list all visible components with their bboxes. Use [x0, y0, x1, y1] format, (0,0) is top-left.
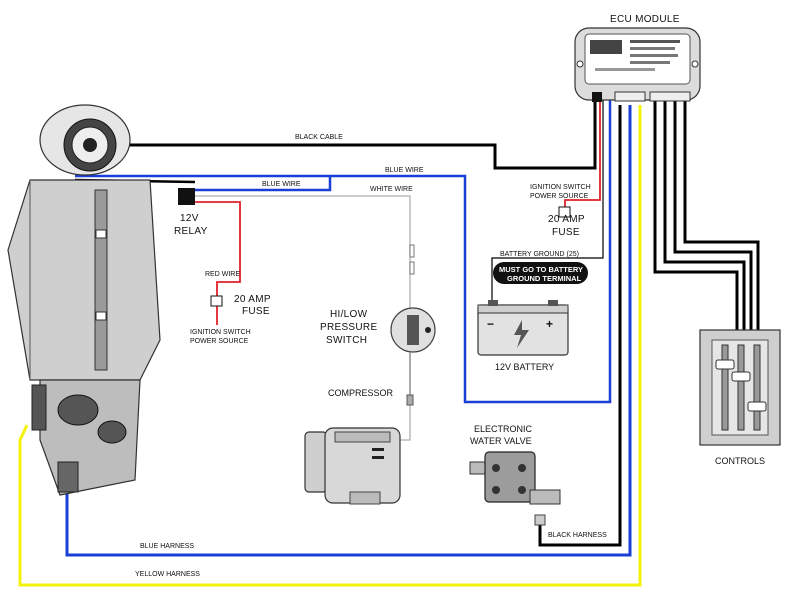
ecu-module [574, 27, 701, 102]
battery-ground-label: BATTERY GROUND (25) [500, 251, 579, 258]
duct-outlet-icon [57, 394, 99, 426]
white-wire [195, 195, 411, 441]
ground-banner [493, 262, 588, 284]
yellow-harness-label: YELLOW HARNESS [135, 571, 200, 578]
ecu-logo [590, 40, 622, 54]
ground-banner-label-1: MUST GO TO BATTERY [499, 265, 583, 274]
labels: ECU MODULE BLACK CABLE BLUE WIRE BLUE WI… [135, 14, 765, 578]
relay-label-2: RELAY [174, 226, 208, 237]
blue-harness-wire [65, 105, 632, 557]
black-cable-wire [118, 100, 597, 170]
fuse-left-label-2: FUSE [242, 306, 270, 317]
blue-harness-label: BLUE HARNESS [140, 543, 194, 550]
compressor-label: COMPRESSOR [328, 388, 394, 398]
controls-cable-2 [663, 100, 746, 330]
pressure-label-1: HI/LOW [330, 309, 368, 320]
controls-label: CONTROLS [715, 456, 765, 466]
blue-wire-top [75, 100, 612, 404]
controls-panel [699, 329, 781, 446]
ground-banner-label-2: GROUND TERMINAL [507, 274, 582, 283]
ign-left-label-1: IGNITION SWITCH [190, 329, 251, 336]
lightning-icon [514, 320, 529, 348]
ign-right-label-2: POWER SOURCE [530, 193, 589, 200]
fuse-right [558, 206, 571, 218]
fuse-left-label-1: 20 AMP [234, 294, 271, 305]
battery-minus-label: − [487, 317, 494, 331]
blower-unit [7, 104, 161, 496]
pressure-label-3: SWITCH [326, 335, 367, 346]
battery-plus-label: + [546, 317, 553, 331]
control-knob [731, 371, 751, 382]
ecu-module-label: ECU MODULE [610, 14, 680, 25]
battery-label: 12V BATTERY [495, 362, 554, 372]
controls-cable-4 [683, 100, 760, 330]
blue-wire-relay [195, 176, 332, 192]
pressure-switch [390, 244, 436, 406]
pressure-label-2: PRESSURE [320, 322, 377, 333]
control-knob [747, 401, 767, 412]
red-wire-left [195, 201, 241, 298]
fuse-right-label-2: FUSE [552, 227, 580, 238]
water-valve [469, 451, 561, 526]
valve-label-1: ELECTRONIC [474, 424, 533, 434]
black-cable-label: BLACK CABLE [295, 134, 343, 141]
black-harness-wire [538, 105, 622, 547]
fuse-left [210, 295, 223, 307]
ign-left-label-2: POWER SOURCE [190, 338, 249, 345]
battery [477, 300, 569, 356]
black-harness-label: BLACK HARNESS [548, 532, 607, 539]
valve-label-2: WATER VALVE [470, 436, 532, 446]
fuse-right-label-1: 20 AMP [548, 214, 585, 225]
ign-right-label-1: IGNITION SWITCH [530, 184, 591, 191]
blue-wire-relay-label: BLUE WIRE [262, 181, 301, 188]
blue-wire-top-label: BLUE WIRE [385, 167, 424, 174]
controls-cable-3 [673, 100, 753, 330]
white-wire-label: WHITE WIRE [370, 186, 413, 193]
controls-cable-1 [653, 100, 739, 330]
relay [178, 188, 195, 205]
compressor [304, 427, 401, 505]
yellow-harness-wire [18, 105, 642, 587]
red-wire-label: RED WIRE [205, 271, 240, 278]
control-knob [715, 359, 735, 370]
red-wire-right [564, 100, 601, 208]
battery-ground-wire [491, 100, 604, 305]
wires [18, 100, 760, 587]
relay-label-1: 12V [180, 213, 199, 224]
